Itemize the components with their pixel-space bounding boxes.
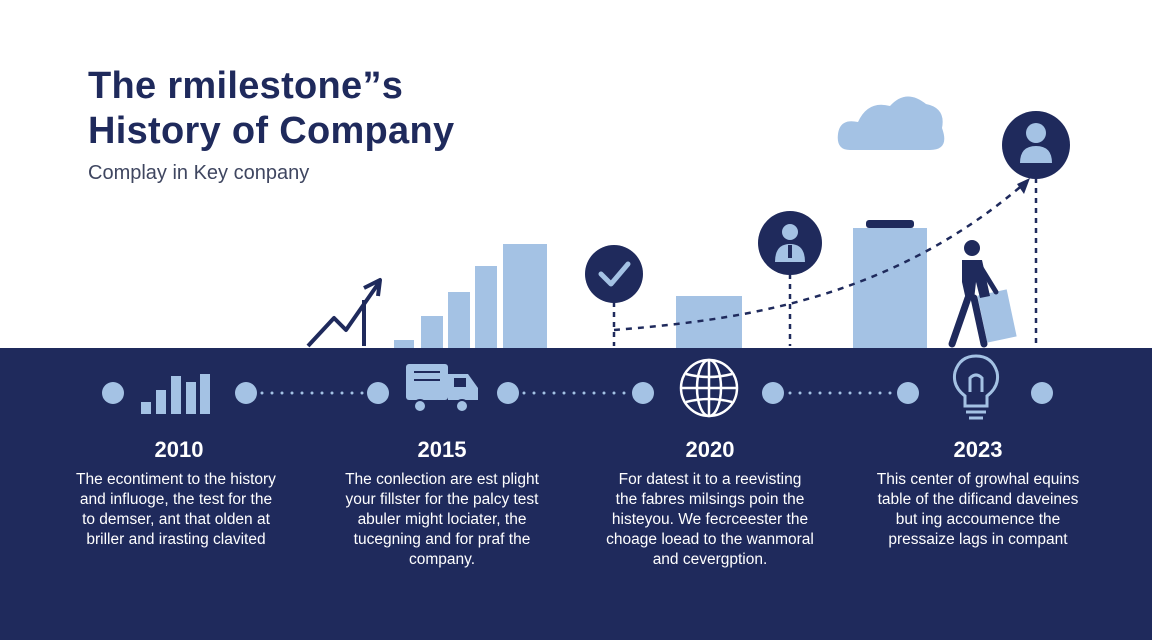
milestone-year-2023: 2023 bbox=[953, 437, 1003, 462]
milestone-text-line: The econtiment to the history bbox=[76, 471, 276, 488]
timeline-node bbox=[762, 382, 784, 404]
person-icon bbox=[1002, 111, 1070, 179]
milestone-text: The conlection are est plight your fills… bbox=[312, 470, 572, 570]
milestone-text-line: histeyou. We fecrceester the bbox=[611, 511, 809, 528]
milestone-text-line: abuler might lociater, the bbox=[357, 511, 527, 528]
milestone-text-line: table of the dificand daveines bbox=[877, 491, 1079, 508]
milestone-text-line: to demser, ant that olden at bbox=[82, 511, 270, 528]
growth-illustration bbox=[306, 96, 1070, 350]
growth-bar bbox=[853, 228, 927, 350]
milestone-text-line: This center of growhal equins bbox=[876, 471, 1080, 488]
milestone-text: This center of growhal equins table of t… bbox=[848, 470, 1108, 550]
title-line-1: The rmilestone”s bbox=[88, 65, 404, 107]
growth-bar bbox=[421, 316, 443, 350]
timeline-node bbox=[235, 382, 257, 404]
milestone-text-line: the fabres milsings poin the bbox=[615, 491, 805, 508]
timeline-line bbox=[102, 354, 1053, 420]
page-title: The rmilestone”s History of Company bbox=[88, 64, 454, 154]
timeline-node bbox=[897, 382, 919, 404]
milestone-text-line: choage loead to the wanmoral bbox=[606, 531, 814, 548]
growth-bars bbox=[394, 228, 927, 350]
milestone-year-2015: 2015 bbox=[417, 437, 467, 462]
page-subtitle: Complay in Key conpany bbox=[88, 162, 310, 184]
milestone-text-line: briller and irasting clavited bbox=[86, 531, 266, 548]
milestone-text-line: company. bbox=[408, 551, 476, 568]
milestone-text-line: and influoge, the test for the bbox=[79, 491, 273, 508]
milestone-year-2010: 2010 bbox=[154, 437, 204, 462]
milestone-text-line: pressaize lags in compant bbox=[888, 531, 1068, 548]
title-line-2: History of Company bbox=[88, 110, 455, 152]
trend-arrow-icon bbox=[306, 278, 382, 348]
timeline-node bbox=[367, 382, 389, 404]
milestone-year-2020: 2020 bbox=[685, 437, 735, 462]
globe-icon bbox=[679, 358, 739, 418]
timeline-node bbox=[632, 382, 654, 404]
timeline-band bbox=[0, 348, 1152, 640]
timeline-node bbox=[497, 382, 519, 404]
timeline-node bbox=[102, 382, 124, 404]
milestone-text-line: and cevergption. bbox=[652, 551, 768, 568]
person-icon bbox=[758, 211, 822, 275]
milestone-text-line: your fillster for the palcy test bbox=[345, 491, 539, 508]
bar-chart-icon bbox=[141, 374, 210, 414]
growth-bar bbox=[503, 244, 547, 350]
growth-path bbox=[613, 181, 1027, 332]
check-icon bbox=[585, 245, 643, 303]
timeline-node bbox=[1031, 382, 1053, 404]
lightbulb-icon bbox=[953, 354, 999, 420]
milestone-text-line: For datest it to a reevisting bbox=[618, 471, 802, 488]
growth-bar bbox=[475, 266, 497, 350]
growth-bar bbox=[394, 340, 414, 350]
milestone-text: The econtiment to the history and influo… bbox=[46, 470, 306, 550]
cloud-icon bbox=[837, 96, 945, 150]
milestone-text-line: tucegning and for praf the bbox=[353, 531, 531, 548]
milestone-text-line: The conlection are est plight bbox=[345, 471, 539, 488]
growth-bar bbox=[448, 292, 470, 350]
milestone-text-line: but ing accoumence the bbox=[895, 511, 1061, 528]
walking-man-icon bbox=[948, 240, 1017, 348]
truck-icon bbox=[406, 364, 478, 413]
milestone-text: For datest it to a reevisting the fabres… bbox=[580, 470, 840, 570]
